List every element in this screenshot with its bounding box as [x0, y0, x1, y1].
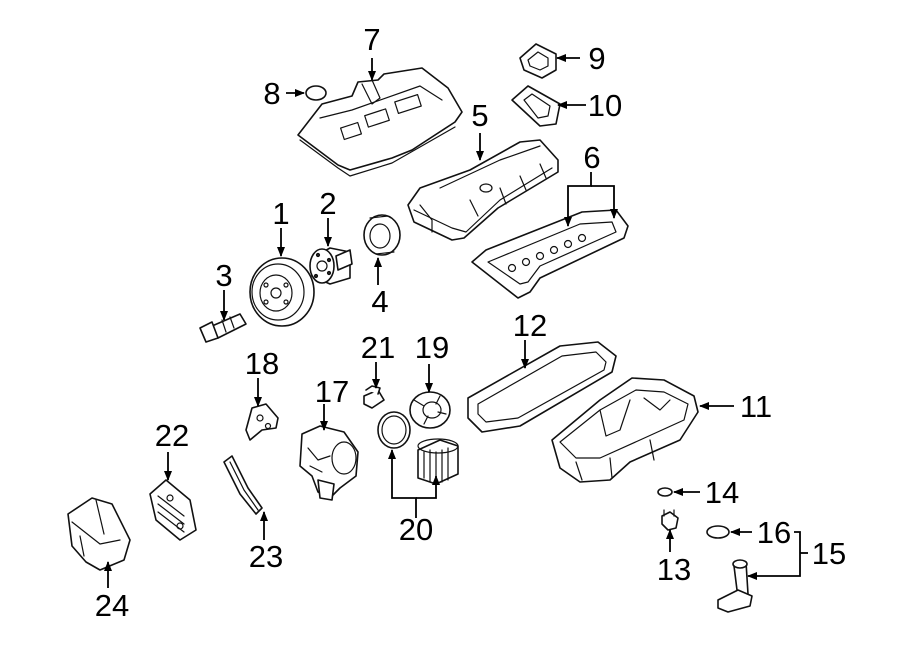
callout-17: 17 — [315, 374, 349, 409]
filter-cap-part — [409, 391, 451, 429]
callout-8: 8 — [263, 76, 280, 111]
dipstick-oring-part — [706, 525, 730, 539]
seal-plate-part — [511, 85, 561, 127]
leader-lines — [104, 54, 808, 588]
callout-3: 3 — [215, 258, 232, 293]
mount-bracket-part — [245, 403, 279, 441]
front-seal-part — [363, 214, 401, 256]
valve-cover-gasket-part — [471, 209, 629, 299]
callout-13: 13 — [657, 552, 691, 587]
cover-grommet-part — [305, 85, 327, 101]
callout-23: 23 — [249, 539, 283, 574]
callout-10: 10 — [588, 88, 622, 123]
pulley-hub-part — [309, 247, 353, 285]
callout-9: 9 — [588, 41, 605, 76]
callout-12: 12 — [513, 308, 547, 343]
pulley-bolt-part — [199, 313, 247, 343]
callout-21: 21 — [361, 330, 395, 365]
callout-15: 15 — [812, 536, 846, 571]
callout-22: 22 — [155, 418, 189, 453]
level-sensor-part — [717, 559, 753, 613]
callout-16: 16 — [757, 515, 791, 550]
callout-24: 24 — [95, 588, 129, 623]
oil-filter-part — [377, 411, 459, 485]
grommet-gasket-part — [519, 43, 557, 79]
callout-4: 4 — [371, 284, 388, 319]
control-module-part — [67, 497, 131, 571]
callout-2: 2 — [319, 186, 336, 221]
callout-5: 5 — [471, 98, 488, 133]
oil-pan-gasket-part — [467, 341, 617, 433]
oil-pan-part — [551, 377, 699, 483]
callout-6: 6 — [583, 140, 600, 175]
valve-cover-part — [407, 139, 559, 241]
callout-1: 1 — [272, 196, 289, 231]
oil-sensor-part — [363, 385, 385, 409]
oil-cooler-part — [149, 479, 197, 541]
callout-labels: 7 8 9 10 5 6 1 2 3 4 12 11 21 19 18 17 2… — [95, 22, 846, 623]
oil-filter-housing-part — [299, 425, 359, 501]
callout-20: 20 — [399, 512, 433, 547]
callout-18: 18 — [245, 346, 279, 381]
engine-cover-part — [297, 67, 463, 177]
callout-19: 19 — [415, 330, 449, 365]
callout-11: 11 — [740, 389, 772, 424]
oil-hose-part — [223, 455, 263, 515]
drain-washer-part — [657, 487, 673, 497]
drain-plug-part — [661, 509, 679, 531]
callout-14: 14 — [705, 475, 739, 510]
callout-7: 7 — [363, 22, 380, 57]
crankshaft-pulley-part — [249, 257, 315, 327]
